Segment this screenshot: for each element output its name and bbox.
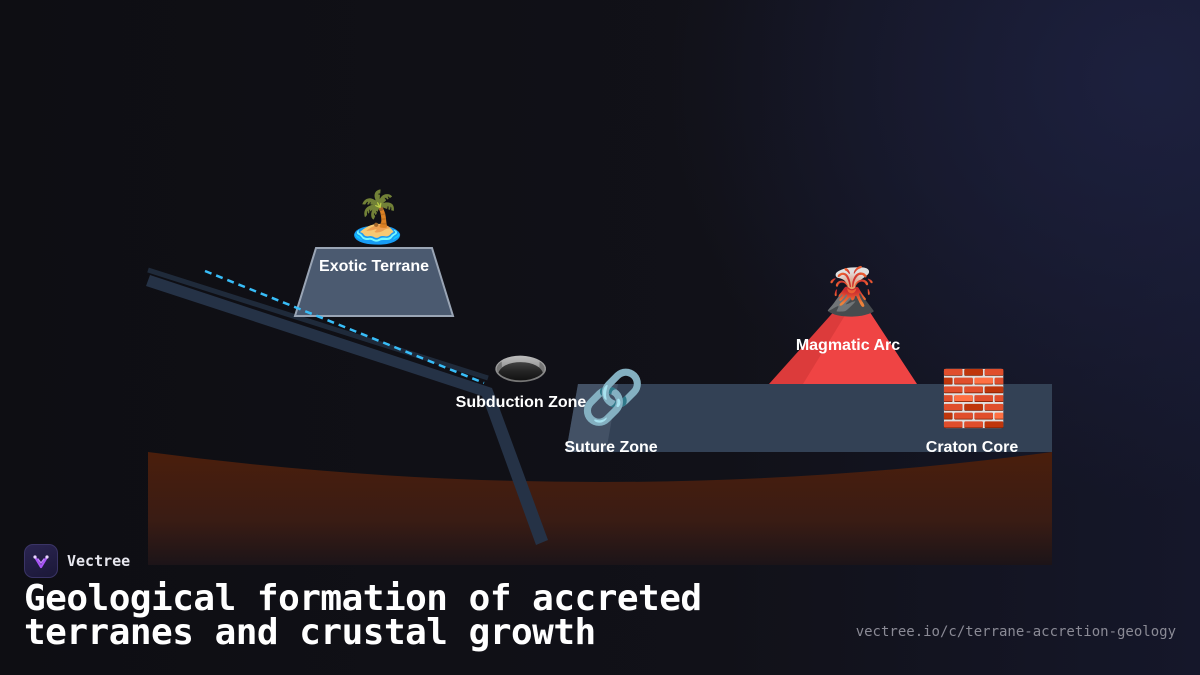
island-icon: 🏝️ xyxy=(346,188,409,246)
suture-zone-label: Suture Zone xyxy=(564,439,657,456)
brand-name: Vectree xyxy=(67,552,131,570)
subduction-zone-label: Subduction Zone xyxy=(456,394,587,411)
suture-zone-region xyxy=(566,384,618,452)
source-url: vectree.io/c/terrane-accretion-geology xyxy=(855,624,1176,640)
page-title: Geological formation of accreted terrane… xyxy=(24,578,702,653)
exotic-terrane-label: Exotic Terrane xyxy=(319,258,429,275)
brick-icon: 🧱 xyxy=(940,367,1008,430)
brand: Vectree xyxy=(24,544,130,578)
volcano-icon: 🌋 xyxy=(822,264,880,318)
magmatic-arc-right xyxy=(803,294,917,384)
continental-crust xyxy=(566,384,1052,452)
mantle-layer xyxy=(148,452,1052,565)
oceanic-slab-edge xyxy=(147,267,489,381)
link-icon: 🔗 xyxy=(580,368,645,428)
terrane-motion-arrow xyxy=(204,269,485,385)
magmatic-arc-label: Magmatic Arc xyxy=(796,337,900,354)
exotic-terrane-block xyxy=(293,247,455,317)
vectree-logo-icon xyxy=(24,544,58,578)
hole-icon: 🕳️ xyxy=(492,334,550,388)
craton-core-label: Craton Core xyxy=(926,439,1019,456)
